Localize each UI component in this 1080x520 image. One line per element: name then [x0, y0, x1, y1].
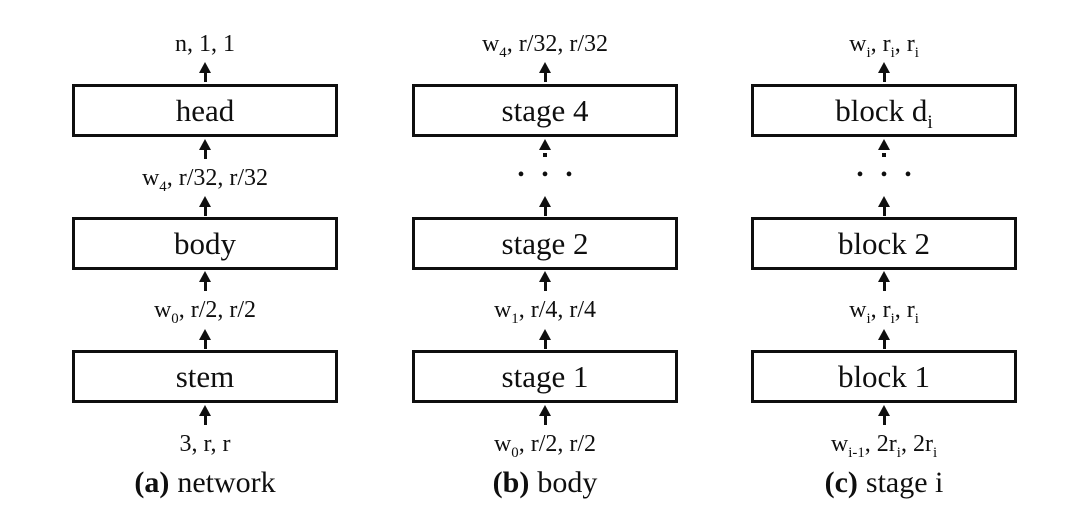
stage-4-box-label: stage 4: [501, 92, 589, 128]
caption-c: (c)stage i: [714, 466, 1054, 500]
arrow-head: [199, 271, 211, 282]
arrow-head: [539, 139, 551, 150]
block-2-box-label: block 2: [837, 225, 931, 261]
stem-box-label: stem: [175, 358, 235, 394]
arrow-head: [199, 62, 211, 73]
stage4-output-shape-label: w4, r/32, r/32: [481, 31, 609, 61]
block-1-box-label: block 1: [837, 358, 931, 394]
up-arrow-icon: [199, 271, 211, 291]
stage-2-box: stage 2: [412, 217, 678, 270]
block-2-box: block 2: [751, 217, 1017, 270]
up-arrow-icon: [539, 271, 551, 291]
block-di-output-shape-label: wi, ri, ri: [849, 31, 919, 61]
arrow-tail: [882, 207, 886, 216]
stem-output-shape-label: w0, r/2, r/2: [153, 297, 257, 327]
arrow-tail: [882, 282, 886, 291]
arrow-tail: [203, 416, 207, 425]
up-arrow-icon: [539, 196, 551, 216]
caption-a-text: network: [177, 466, 276, 499]
body-box-label: body: [174, 225, 236, 261]
up-arrow-icon: [539, 62, 551, 82]
arrow-head: [878, 62, 890, 73]
arrow-head: [199, 139, 211, 150]
up-arrow-icon: [878, 329, 890, 349]
up-arrow-icon: [539, 329, 551, 349]
stage-input-shape-label: wi-1, 2ri, 2ri: [830, 431, 938, 461]
column-body: w4, r/32, r/32 stage 4 • • • stage 2 w1,…: [375, 0, 715, 520]
arrow-head: [199, 329, 211, 340]
block1-output-shape-label: wi, ri, ri: [849, 297, 919, 327]
arrow-tail: [203, 150, 207, 159]
block-di-box-label: block di: [835, 92, 933, 133]
caption-c-prefix: (c): [824, 466, 858, 499]
arrow-tail: [203, 73, 207, 82]
arrow-head: [878, 405, 890, 416]
arrow-head: [539, 405, 551, 416]
arrow-head: [539, 62, 551, 73]
arrow-dotted-tail: [543, 153, 547, 157]
dotted-up-arrow-icon: [539, 139, 551, 157]
up-arrow-icon: [199, 405, 211, 425]
stage1-output-shape-label: w1, r/4, r/4: [493, 297, 597, 327]
caption-a: (a)network: [35, 466, 375, 500]
arrow-tail: [543, 73, 547, 82]
arrow-tail: [203, 282, 207, 291]
up-arrow-icon: [878, 271, 890, 291]
body-input-shape-label: w0, r/2, r/2: [493, 431, 597, 461]
up-arrow-icon: [539, 405, 551, 425]
block-1-box: block 1: [751, 350, 1017, 403]
caption-c-text: stage i: [865, 466, 944, 499]
column-network: n, 1, 1 head w4, r/32, r/32 body w0, r/2…: [35, 0, 375, 520]
caption-b-text: body: [537, 466, 598, 499]
caption-b: (b)body: [375, 466, 715, 500]
ellipsis-dots-icon: • • •: [856, 164, 918, 186]
arrow-head: [199, 196, 211, 207]
arrow-head: [199, 405, 211, 416]
arrow-tail: [882, 73, 886, 82]
intermediate-shape-label: w4, r/32, r/32: [141, 165, 269, 195]
arrow-tail: [882, 340, 886, 349]
up-arrow-icon: [199, 329, 211, 349]
arrow-tail: [203, 340, 207, 349]
up-arrow-icon: [199, 196, 211, 216]
arrow-tail: [203, 207, 207, 216]
arrow-head: [539, 329, 551, 340]
arrow-head: [539, 196, 551, 207]
input-shape-label: 3, r, r: [179, 431, 231, 457]
stage-2-box-label: stage 2: [501, 225, 589, 261]
head-box-label: head: [175, 92, 235, 128]
up-arrow-icon: [878, 405, 890, 425]
arrow-tail: [543, 416, 547, 425]
caption-b-prefix: (b): [492, 466, 530, 499]
caption-a-prefix: (a): [134, 466, 170, 499]
head-box: head: [72, 84, 338, 137]
dotted-up-arrow-icon: [878, 139, 890, 157]
up-arrow-icon: [199, 62, 211, 82]
stem-box: stem: [72, 350, 338, 403]
arrow-tail: [882, 416, 886, 425]
arrow-head: [878, 329, 890, 340]
body-box: body: [72, 217, 338, 270]
arrow-head: [539, 271, 551, 282]
arrow-tail: [543, 282, 547, 291]
arrow-head: [878, 139, 890, 150]
stage-4-box: stage 4: [412, 84, 678, 137]
arrow-head: [878, 271, 890, 282]
stage-1-box-label: stage 1: [501, 358, 589, 394]
output-shape-label: n, 1, 1: [175, 31, 235, 57]
block-di-box: block di: [751, 84, 1017, 137]
ellipsis-dots-icon: • • •: [517, 164, 579, 186]
arrow-head: [878, 196, 890, 207]
arrow-tail: [543, 340, 547, 349]
up-arrow-icon: [199, 139, 211, 159]
arrow-tail: [543, 207, 547, 216]
arrow-dotted-tail: [882, 153, 886, 157]
up-arrow-icon: [878, 62, 890, 82]
up-arrow-icon: [878, 196, 890, 216]
column-stage: wi, ri, ri block di • • • block 2 wi, ri…: [714, 0, 1054, 520]
stage-1-box: stage 1: [412, 350, 678, 403]
